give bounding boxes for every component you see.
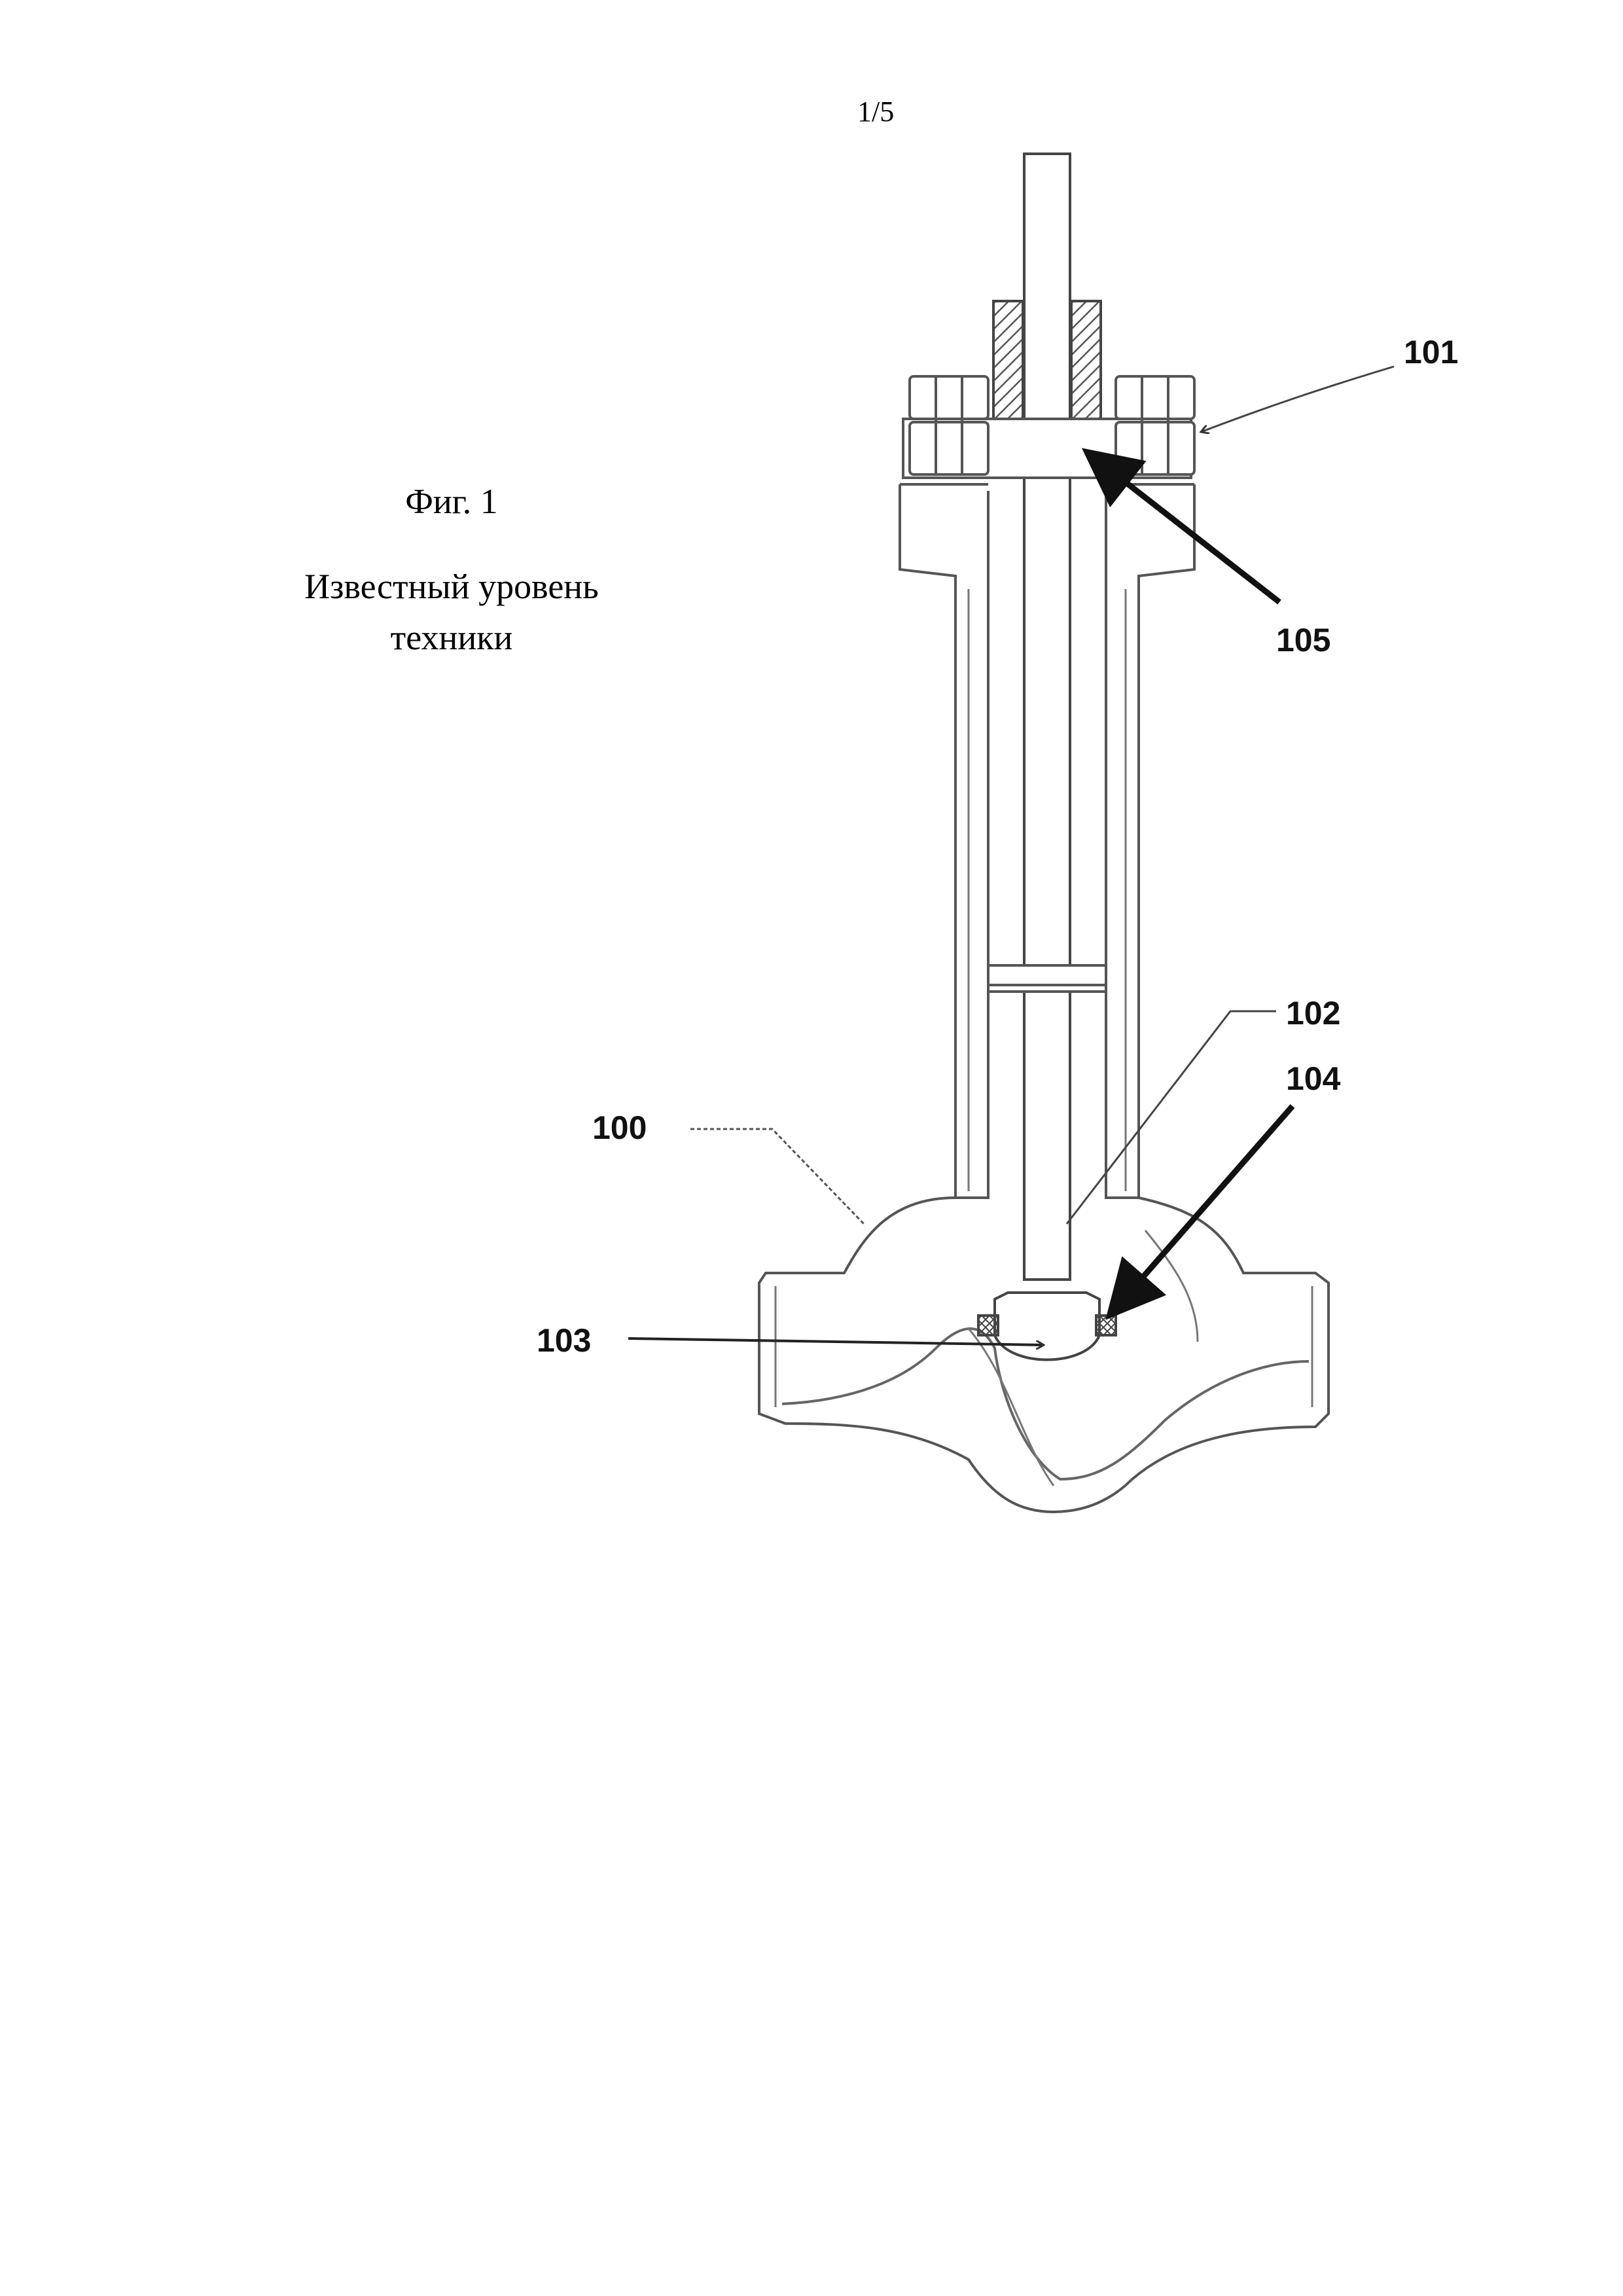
ref-label-100: 100 (592, 1109, 647, 1146)
figure-subtitle-line1: Известный уровень (304, 567, 599, 606)
figure-subtitle: Известный уровень техники (262, 561, 641, 663)
nut-right-upper (1115, 375, 1196, 420)
ref-label-105: 105 (1276, 622, 1330, 658)
valve-plug (993, 1291, 1101, 1361)
leader-lines (628, 365, 1395, 1345)
leader-100 (690, 1128, 865, 1225)
nut-left-upper (908, 375, 990, 420)
ref-label-101: 101 (1404, 334, 1458, 370)
leader-105 (1081, 448, 1281, 605)
leader-101 (1201, 365, 1395, 432)
page-number: 1/5 (857, 96, 895, 128)
ref-label-104: 104 (1286, 1060, 1341, 1097)
figure-caption: Фиг. 1 Известный уровень техники (262, 481, 641, 663)
seat-right (1095, 1314, 1117, 1336)
stem-guide (987, 964, 1107, 986)
nut-left-lower (908, 421, 990, 476)
valve-stem (1023, 152, 1071, 1281)
figure-subtitle-line2: техники (390, 618, 513, 657)
leader-103 (628, 1337, 1044, 1345)
bonnet-neck (899, 483, 1196, 1199)
ref-label-103: 103 (537, 1322, 591, 1359)
leader-104 (1105, 1104, 1295, 1320)
ref-label-102: 102 (1286, 995, 1340, 1031)
leader-102 (1065, 1010, 1276, 1225)
valve-outline (758, 152, 1330, 1514)
seat-left (977, 1314, 999, 1336)
valve-body (758, 1196, 1330, 1514)
nut-right-lower (1115, 421, 1196, 476)
figure-title: Фиг. 1 (405, 482, 498, 521)
flow-passage (781, 1327, 1310, 1481)
